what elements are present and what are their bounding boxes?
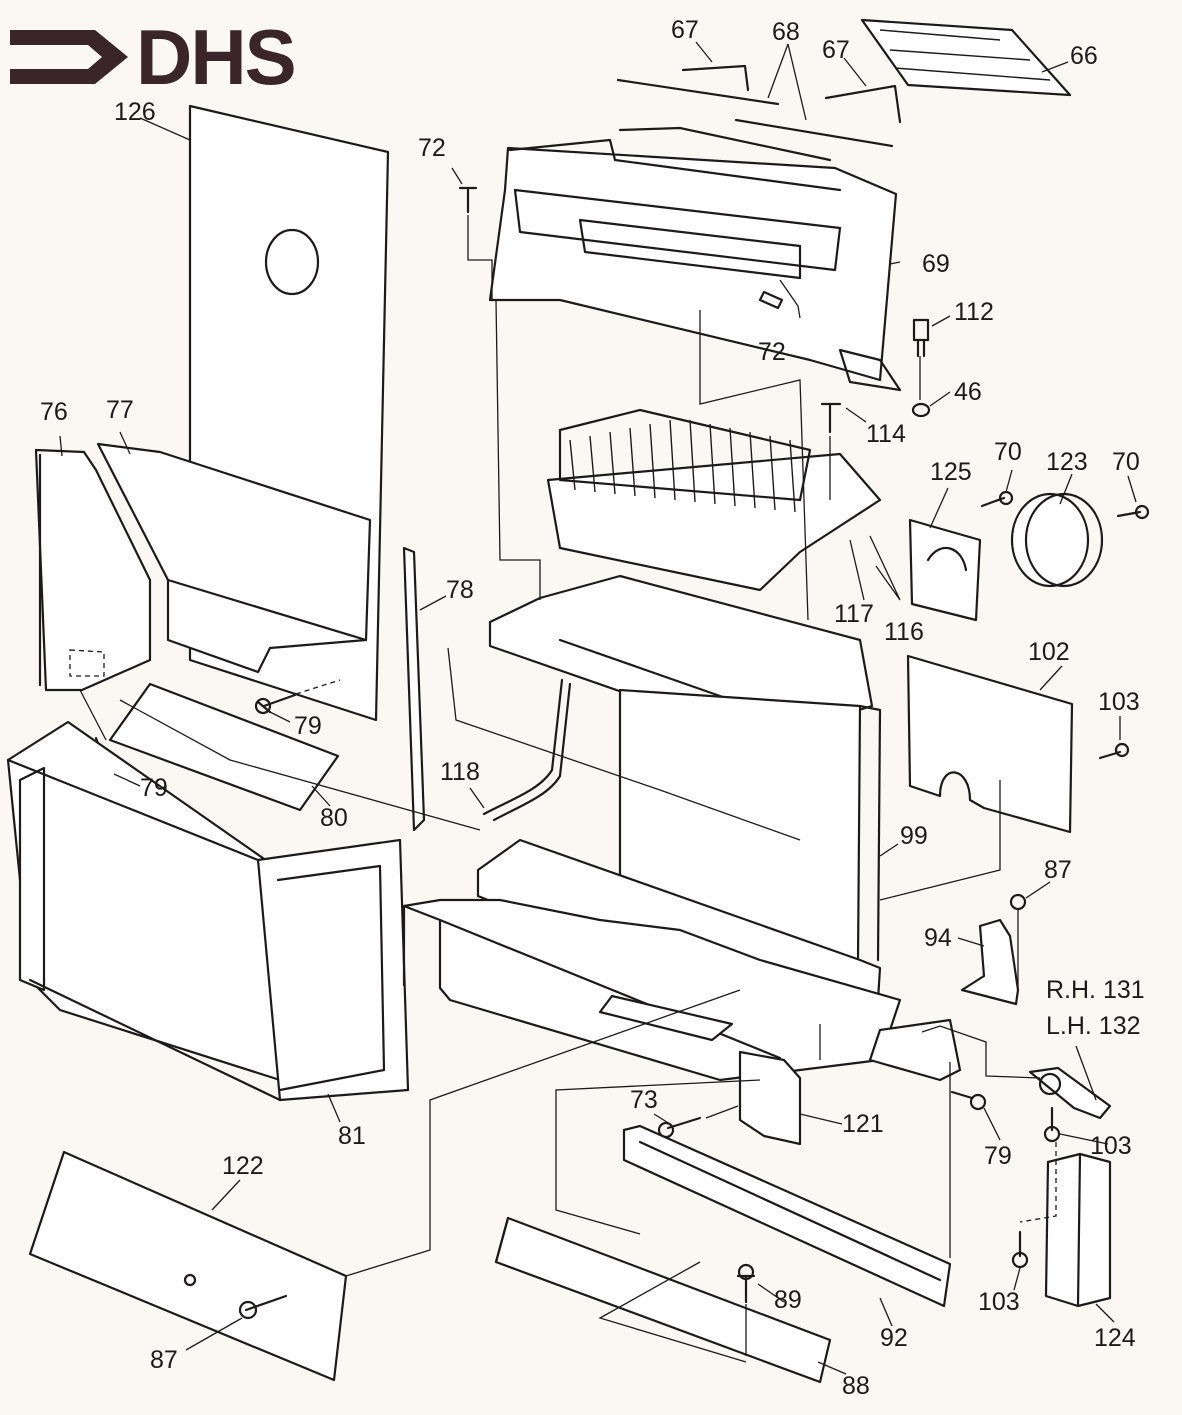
callout-132: L.H. 132 <box>1046 1012 1141 1040</box>
base-assembly <box>402 898 962 1082</box>
callout-103c: 103 <box>978 1288 1020 1316</box>
part-92-rail <box>622 1124 952 1308</box>
callout-116: 116 <box>884 618 924 646</box>
callout-leaders <box>59 41 1137 1375</box>
callout-125: 125 <box>930 458 972 486</box>
callout-73: 73 <box>630 1086 658 1114</box>
part-67-68-rods <box>616 64 902 148</box>
part-69-top-assembly <box>488 126 902 392</box>
callout-70a: 70 <box>994 438 1022 466</box>
callout-81: 81 <box>338 1122 366 1150</box>
callout-118: 118 <box>440 758 480 786</box>
callout-46: 46 <box>954 378 982 406</box>
callout-124: 124 <box>1094 1324 1136 1352</box>
callout-78: 78 <box>446 576 474 604</box>
logo-text: DHS <box>136 13 295 101</box>
logo-arrow-mark <box>10 30 128 84</box>
part-76-side-panel <box>34 448 152 692</box>
callout-67a: 67 <box>671 16 699 44</box>
callout-102: 102 <box>1028 638 1070 666</box>
callout-99: 99 <box>900 822 928 850</box>
callout-80: 80 <box>320 804 348 832</box>
callout-121: 121 <box>842 1110 884 1138</box>
part-118-tube <box>482 678 572 822</box>
callout-103b: 103 <box>1090 1132 1132 1160</box>
callout-76: 76 <box>40 398 68 426</box>
part-77-baffle <box>96 442 372 674</box>
callout-88: 88 <box>842 1372 870 1400</box>
callout-68: 68 <box>772 18 800 46</box>
dhs-logo: DHS <box>10 13 297 101</box>
callout-67b: 67 <box>822 36 850 64</box>
part-124-leg <box>1011 1106 1112 1308</box>
callout-72b: 72 <box>758 338 786 366</box>
callout-89: 89 <box>774 1286 802 1314</box>
callout-131: R.H. 131 <box>1046 976 1145 1004</box>
callout-114: 114 <box>866 420 906 448</box>
callout-87a: 87 <box>1044 856 1072 884</box>
part-94-87 <box>960 893 1027 1006</box>
part-122-plate <box>28 1150 348 1382</box>
callout-87b: 87 <box>150 1346 178 1374</box>
callout-112: 112 <box>954 298 994 326</box>
part-99-firebox <box>476 408 882 1014</box>
callout-117: 117 <box>834 600 874 628</box>
part-79-lower-right <box>950 1090 987 1111</box>
callout-79b: 79 <box>140 774 168 802</box>
callout-122: 122 <box>222 1152 264 1180</box>
callout-70b: 70 <box>1112 448 1140 476</box>
callout-79c: 79 <box>984 1142 1012 1170</box>
callout-labels: 66 67 68 67 72 72 69 112 46 114 126 76 7… <box>40 16 1145 1400</box>
callout-69: 69 <box>922 250 950 278</box>
callout-72a: 72 <box>418 134 446 162</box>
callout-92: 92 <box>880 1324 908 1352</box>
part-102-side-plate <box>906 654 1130 834</box>
part-81-front-frame <box>6 720 410 1102</box>
part-88-89 <box>494 1216 832 1384</box>
callout-77: 77 <box>106 396 134 424</box>
leader-lines <box>79 279 1041 1363</box>
callout-66: 66 <box>1070 42 1098 70</box>
callout-103a: 103 <box>1098 688 1140 716</box>
fasteners-top <box>458 186 931 434</box>
callout-123: 123 <box>1046 448 1088 476</box>
callout-94: 94 <box>924 924 952 952</box>
part-78-strip <box>402 546 426 832</box>
callout-126: 126 <box>114 98 156 126</box>
callout-79a: 79 <box>294 712 322 740</box>
part-123-125-70 <box>908 490 1150 622</box>
part-66-gasket <box>860 18 1072 97</box>
part-131-132-brackets <box>1028 1066 1112 1120</box>
